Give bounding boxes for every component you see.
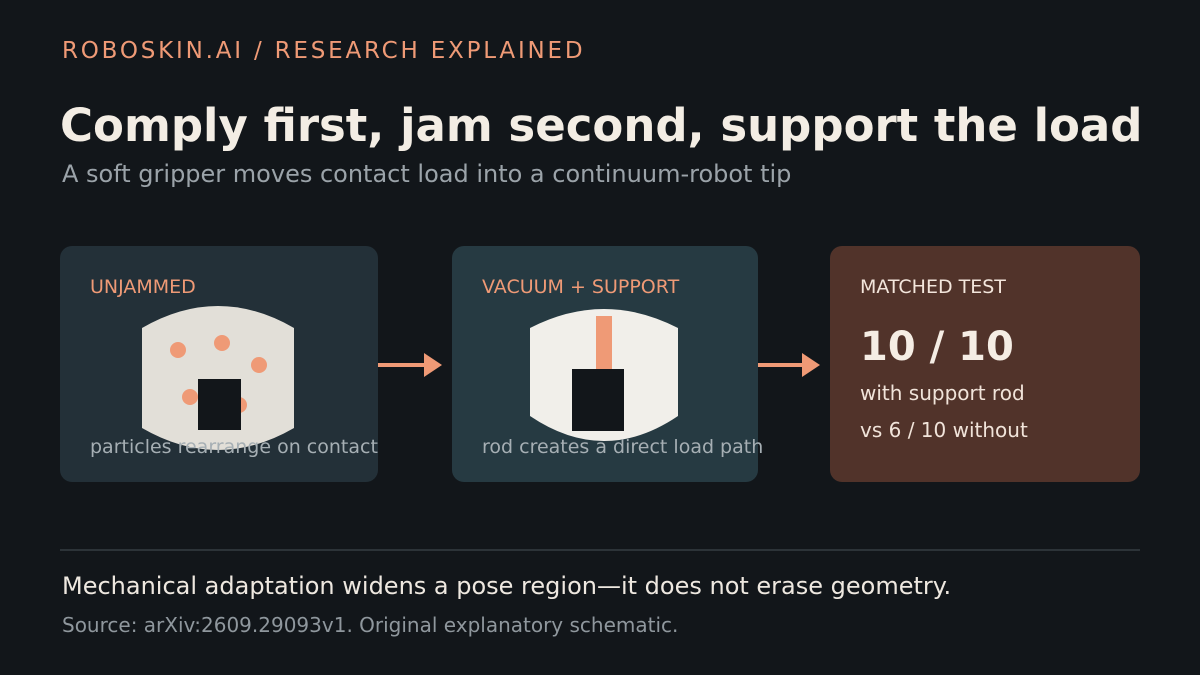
stage-label: UNJAMMED: [90, 276, 196, 298]
arrow-right-icon: [378, 353, 442, 377]
result-value: 10 / 10: [860, 324, 1014, 370]
result-card: MATCHED TEST 10 / 10 with support rod vs…: [830, 246, 1140, 482]
vacuum-support-gripper-icon: [530, 309, 678, 441]
stage-caption: rod creates a direct load path: [482, 436, 764, 458]
stage-label: VACUUM + SUPPORT: [482, 276, 680, 298]
page-subtitle: A soft gripper moves contact load into a…: [62, 160, 792, 188]
stage-card-unjammed: UNJAMMED particles rearrange on contact: [60, 246, 378, 482]
arrow-right-icon: [758, 353, 820, 377]
source-note: Source: arXiv:2609.29093v1. Original exp…: [62, 613, 679, 637]
divider: [60, 549, 1140, 551]
page-title: Comply first, jam second, support the lo…: [60, 99, 1143, 152]
stage-card-vacuum-support: VACUUM + SUPPORT rod creates a direct lo…: [452, 246, 763, 482]
result-label: MATCHED TEST: [860, 276, 1006, 298]
result-detail-with: with support rod: [860, 381, 1025, 405]
result-detail-without: vs 6 / 10 without: [860, 418, 1028, 442]
stage-caption: particles rearrange on contact: [90, 436, 378, 458]
unjammed-gripper-icon: [142, 306, 294, 450]
takeaway: Mechanical adaptation widens a pose regi…: [62, 572, 952, 600]
kicker: ROBOSKIN.AI / RESEARCH EXPLAINED: [62, 38, 586, 64]
